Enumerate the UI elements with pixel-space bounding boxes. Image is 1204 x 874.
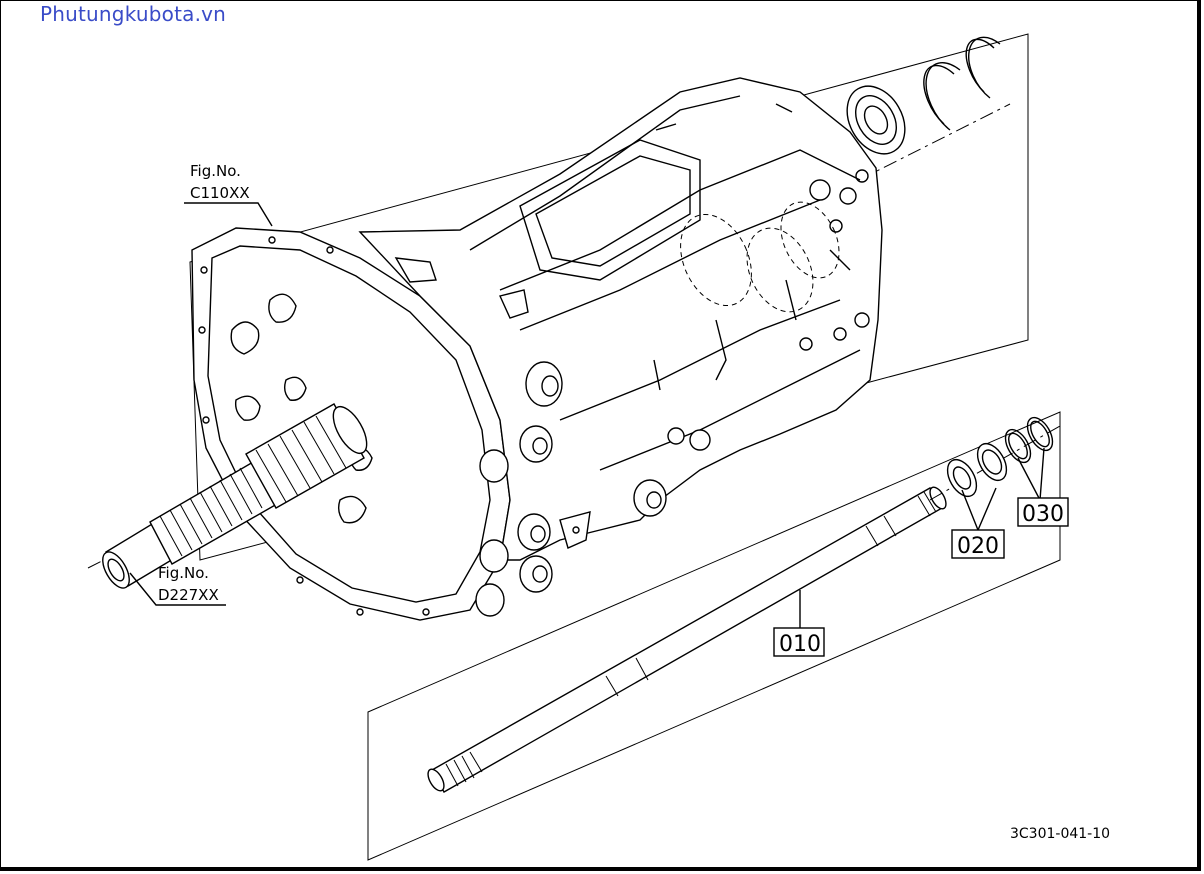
part-box-030	[1017, 497, 1069, 527]
reference-label-d227xx-line1: Fig.No.	[158, 564, 209, 582]
reference-label-c110xx-line2: C110XX	[190, 184, 250, 202]
leader-d227xx	[129, 572, 226, 606]
circlip-2	[965, 36, 1001, 99]
input-shaft	[102, 403, 368, 589]
part-number-010: 010	[779, 632, 821, 657]
transmission-case	[191, 77, 883, 621]
circlips-030	[1004, 416, 1054, 464]
part-box-010	[773, 627, 825, 657]
bearing	[846, 85, 906, 155]
circlip-1	[923, 62, 961, 131]
reference-label-c110xx-line1: Fig.No.	[190, 162, 241, 180]
watermark: Phutungkubota.vn	[40, 2, 227, 26]
lower-shaft-panel	[367, 411, 1061, 861]
part-number-020: 020	[957, 534, 999, 559]
part-box-020	[951, 529, 1005, 559]
leader-c110xx	[184, 202, 273, 227]
reference-label-d227xx-line2: D227XX	[158, 586, 219, 604]
figure-code: 3C301-041-10	[1010, 826, 1110, 842]
part-number-030: 030	[1022, 502, 1064, 527]
washers-020	[946, 442, 1008, 498]
